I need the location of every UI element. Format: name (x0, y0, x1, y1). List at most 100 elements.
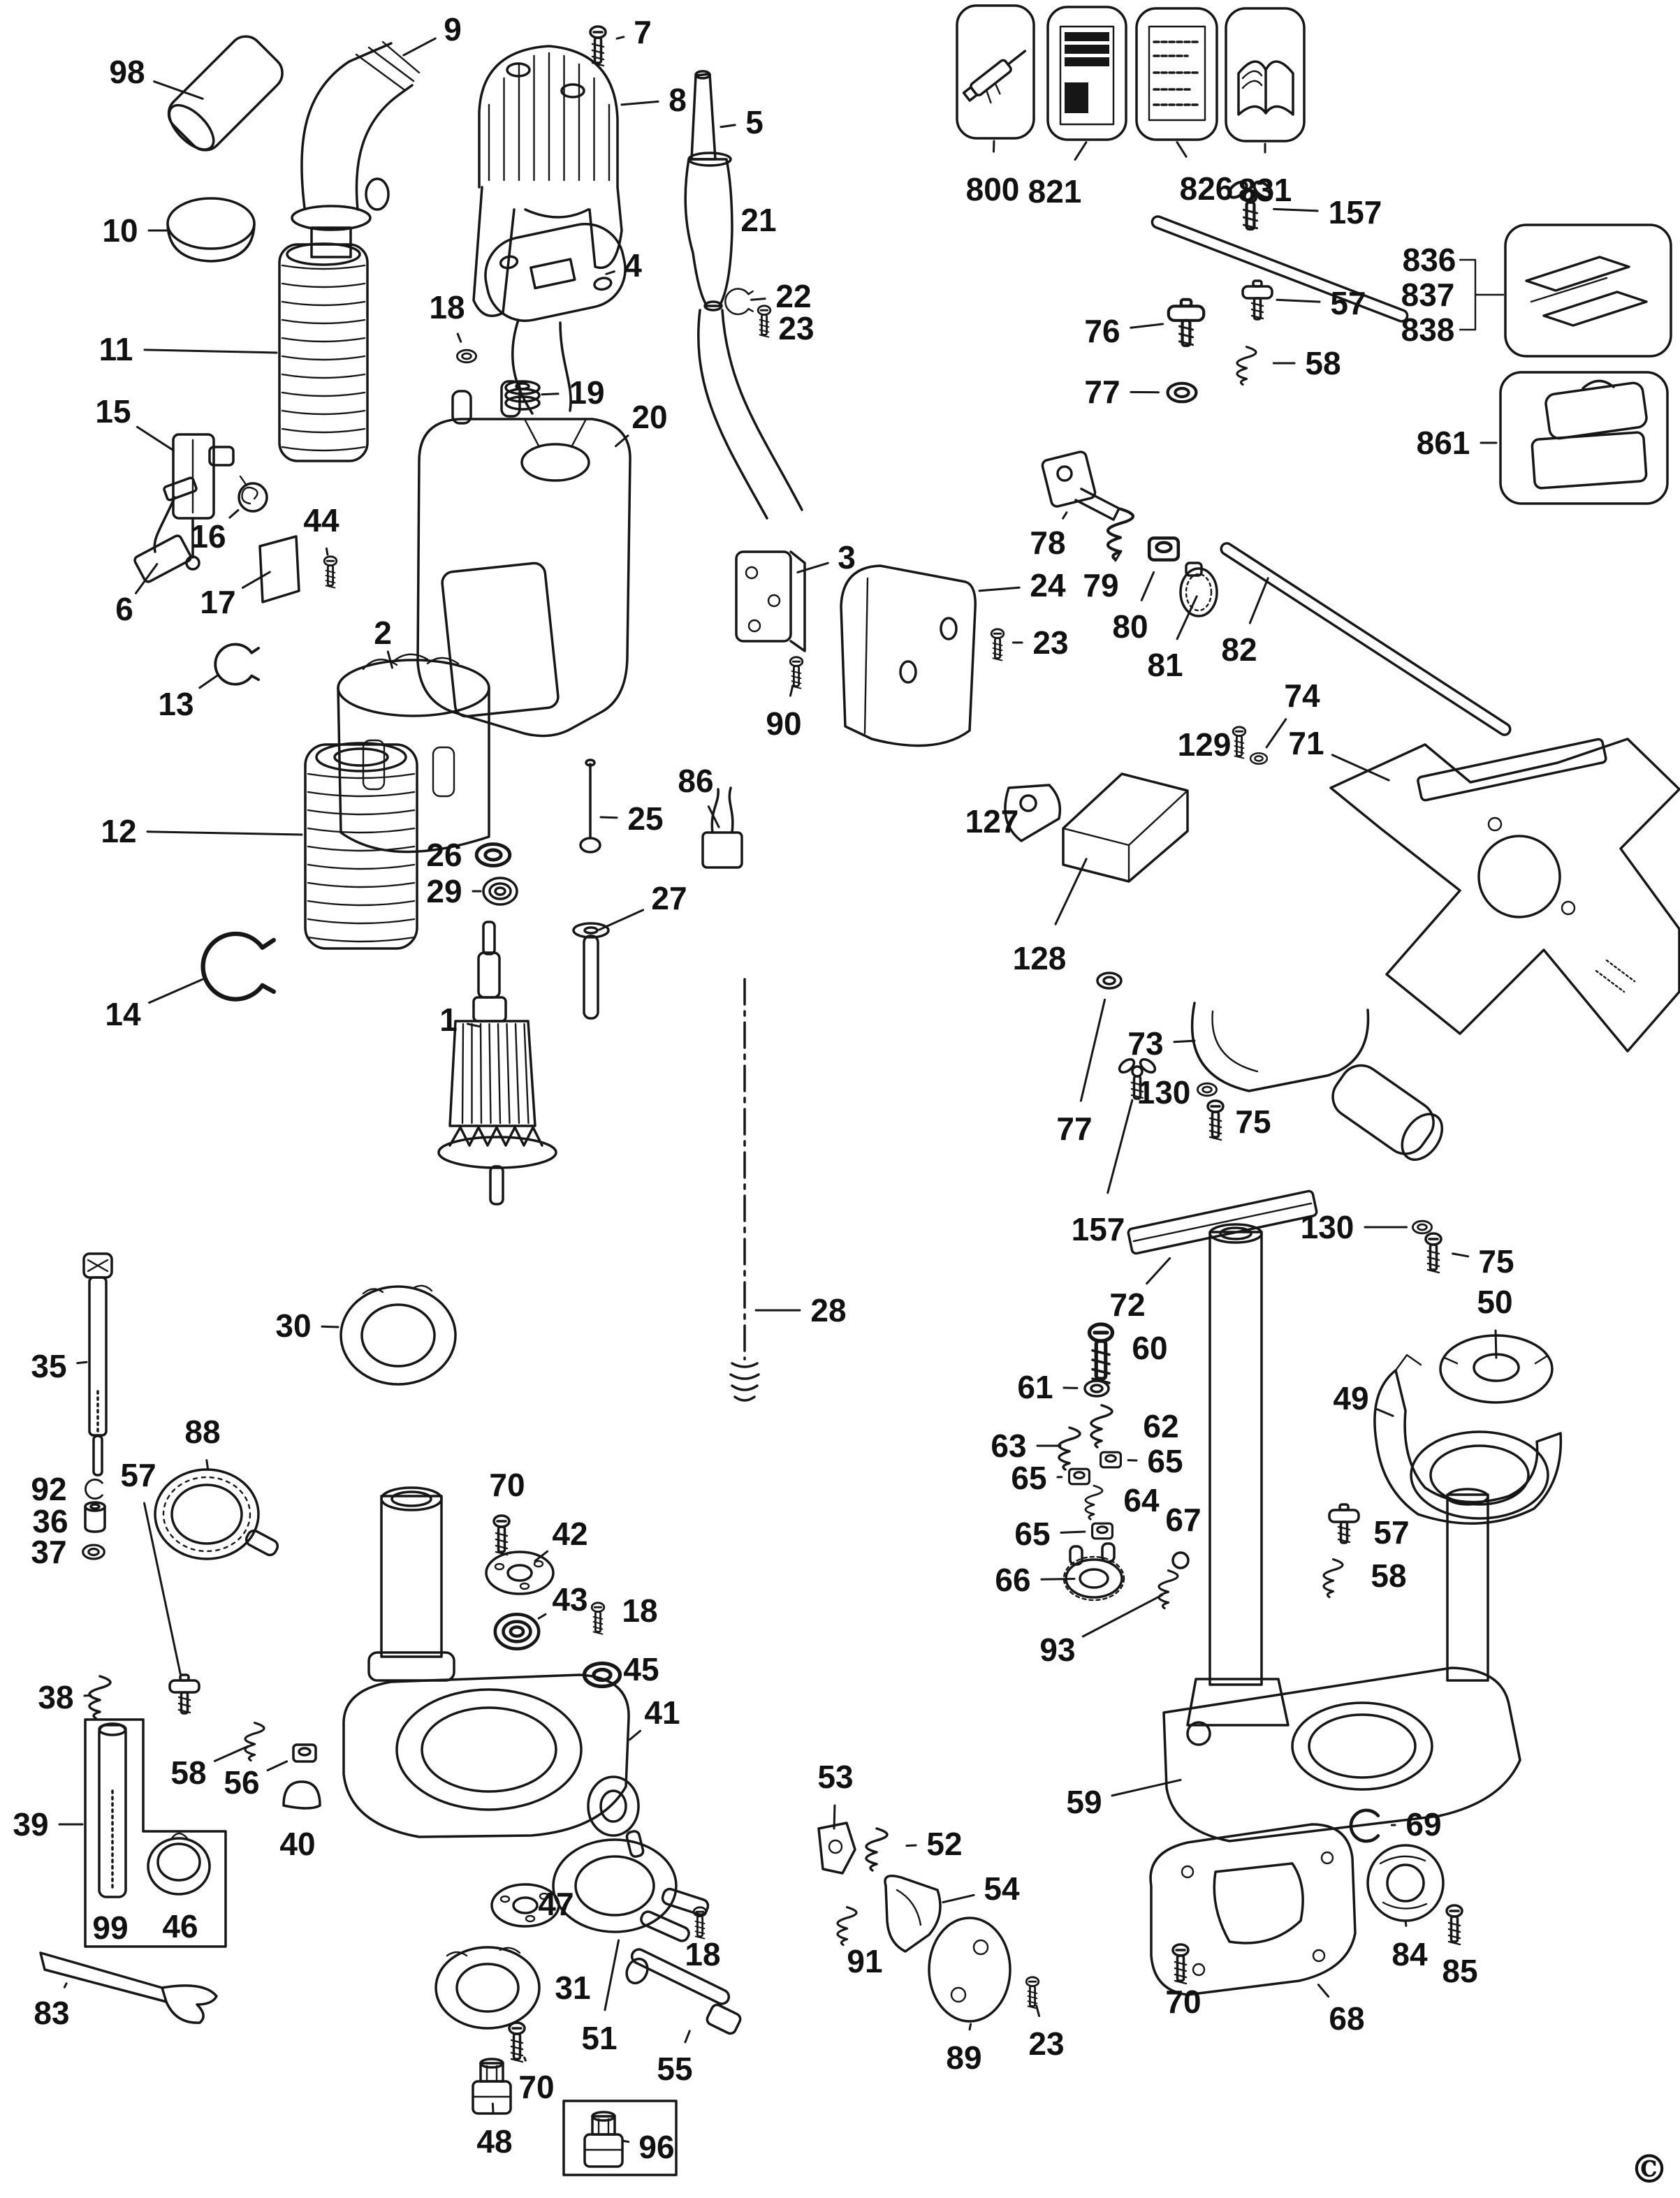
part-label-129: 129 (1178, 726, 1232, 763)
part-label-800: 800 (966, 171, 1020, 207)
part-90-leader-line (789, 684, 794, 697)
part-99-column-rod-drawing (98, 1722, 127, 1898)
part-label-38: 38 (38, 1679, 73, 1715)
part-128-leader-line (1054, 858, 1088, 925)
part-label-65: 65 (1011, 1460, 1046, 1496)
part-57-glyph-knobbolt (168, 1673, 200, 1715)
part-label-45: 45 (623, 1651, 659, 1687)
part-9-elbow-drawing (291, 41, 421, 258)
part-74-glyph-washer (1249, 752, 1269, 765)
part-96-kit-box-drawing (562, 2100, 678, 2176)
part-label-81: 81 (1147, 647, 1183, 683)
part-23-leader-line (1035, 2005, 1041, 2017)
part-label-65: 65 (1014, 1516, 1050, 1552)
part-76-glyph-knobbolt (1167, 298, 1206, 347)
part-label-76: 76 (1084, 313, 1120, 349)
part-7-glyph-screw (589, 25, 607, 67)
part-20-housing-drawing (416, 380, 631, 738)
part-label-42: 42 (552, 1516, 587, 1552)
part-label-24: 24 (1030, 567, 1066, 603)
part-16-leader-line (228, 508, 240, 519)
part-label-46: 46 (162, 1908, 198, 1944)
part-49-dust-shield-drawing (1373, 1354, 1563, 1525)
part-label-861: 861 (1417, 425, 1470, 461)
part-label-79: 79 (1083, 567, 1118, 603)
part-label-40: 40 (279, 1826, 315, 1862)
part-label-54: 54 (984, 1870, 1020, 1907)
part-label-130: 130 (1301, 1209, 1354, 1245)
part-label-20: 20 (631, 399, 667, 435)
part-label-3: 3 (838, 539, 856, 576)
part-23-glyph-screw (1025, 1976, 1040, 2009)
part-54-leader-line (942, 1893, 975, 1904)
part-80-leader-line (1140, 571, 1155, 601)
part-label-838: 838 (1401, 312, 1455, 348)
part-label-39: 39 (13, 1806, 48, 1842)
part-26-glyph-washer (474, 842, 512, 867)
part-88-depth-knob-drawing (154, 1468, 279, 1560)
part-5-cord-drawing (684, 70, 733, 312)
kit-box-831-drawing (1225, 7, 1306, 142)
part-label-98: 98 (109, 54, 145, 90)
part-75-leader-line (1452, 1252, 1470, 1258)
part-label-157: 157 (1072, 1211, 1125, 1247)
part-41-base-casting-drawing (342, 1486, 640, 1838)
part-17-insulating-pad-drawing (258, 535, 300, 603)
part-98-leader-line (153, 80, 204, 100)
part-89-leader-line (968, 2023, 972, 2031)
part-13-leader-line (198, 675, 219, 689)
part-24-leader-line (978, 586, 1021, 592)
part-label-58: 58 (1371, 1558, 1406, 1594)
part-label-51: 51 (581, 2020, 617, 2056)
part-130-glyph-washer (1411, 1219, 1433, 1235)
kit-box-826-drawing (1135, 7, 1218, 141)
part-826-leader-line (1176, 141, 1188, 158)
part-55-shaft-drawing (625, 1948, 742, 2035)
part-56-glyph-nut (292, 1743, 317, 1763)
part-93-leader-line (1081, 1594, 1164, 1638)
part-label-157: 157 (1329, 194, 1382, 230)
part-35-leader-line (76, 1361, 88, 1365)
part-157-leader-line (1106, 1099, 1134, 1194)
part-15-leader-line (136, 425, 175, 452)
part-19-glyph-grommet (504, 380, 541, 411)
part-30-leader-line (321, 1325, 339, 1328)
part-12-hose-drawing (304, 742, 418, 950)
part-label-69: 69 (1405, 1806, 1441, 1842)
part-18-glyph-washer (455, 349, 478, 364)
part-42-glyph-disc (485, 1551, 555, 1595)
part-57-leader-line (1276, 298, 1321, 303)
part-label-127: 127 (965, 803, 1019, 840)
part-19-leader-line (541, 393, 560, 396)
part-51-spindle-drawing (552, 1830, 710, 1942)
part-71-leader-line (1331, 754, 1390, 782)
part-129-glyph-screw (1232, 726, 1247, 759)
part-label-28: 28 (810, 1292, 846, 1328)
part-label-31: 31 (555, 1970, 590, 2006)
part-79-leader-line (1114, 550, 1123, 562)
part-72-leader-line (1146, 1256, 1171, 1285)
part-83-leader-line (63, 1982, 68, 1988)
part-label-49: 49 (1333, 1380, 1368, 1416)
part-41-leader-line (629, 1729, 642, 1741)
part-11-leader-line (143, 349, 278, 354)
part-label-88: 88 (184, 1414, 220, 1450)
part-53-leader-line (833, 1804, 836, 1830)
part-73-motor-clamp-drawing (1190, 1002, 1444, 1162)
part-label-72: 72 (1109, 1287, 1145, 1323)
part-9-leader-line (402, 37, 437, 57)
part-label-826: 826 (1180, 170, 1234, 207)
part-label-89: 89 (946, 2039, 981, 2076)
part-label-23: 23 (1028, 2025, 1064, 2062)
part-65-glyph-nut (1091, 1522, 1113, 1540)
part-label-23: 23 (1032, 624, 1068, 661)
part-98-sleeve-drawing (167, 35, 284, 152)
part-3-leader-line (796, 562, 829, 573)
part-1-leader-line (466, 1023, 481, 1028)
part-23-glyph-screw (757, 305, 772, 338)
part-label-57: 57 (1330, 285, 1366, 321)
part-45-glyph-washer (582, 1661, 622, 1689)
part-label-92: 92 (31, 1471, 66, 1507)
part-57-leader-line (143, 1502, 182, 1676)
